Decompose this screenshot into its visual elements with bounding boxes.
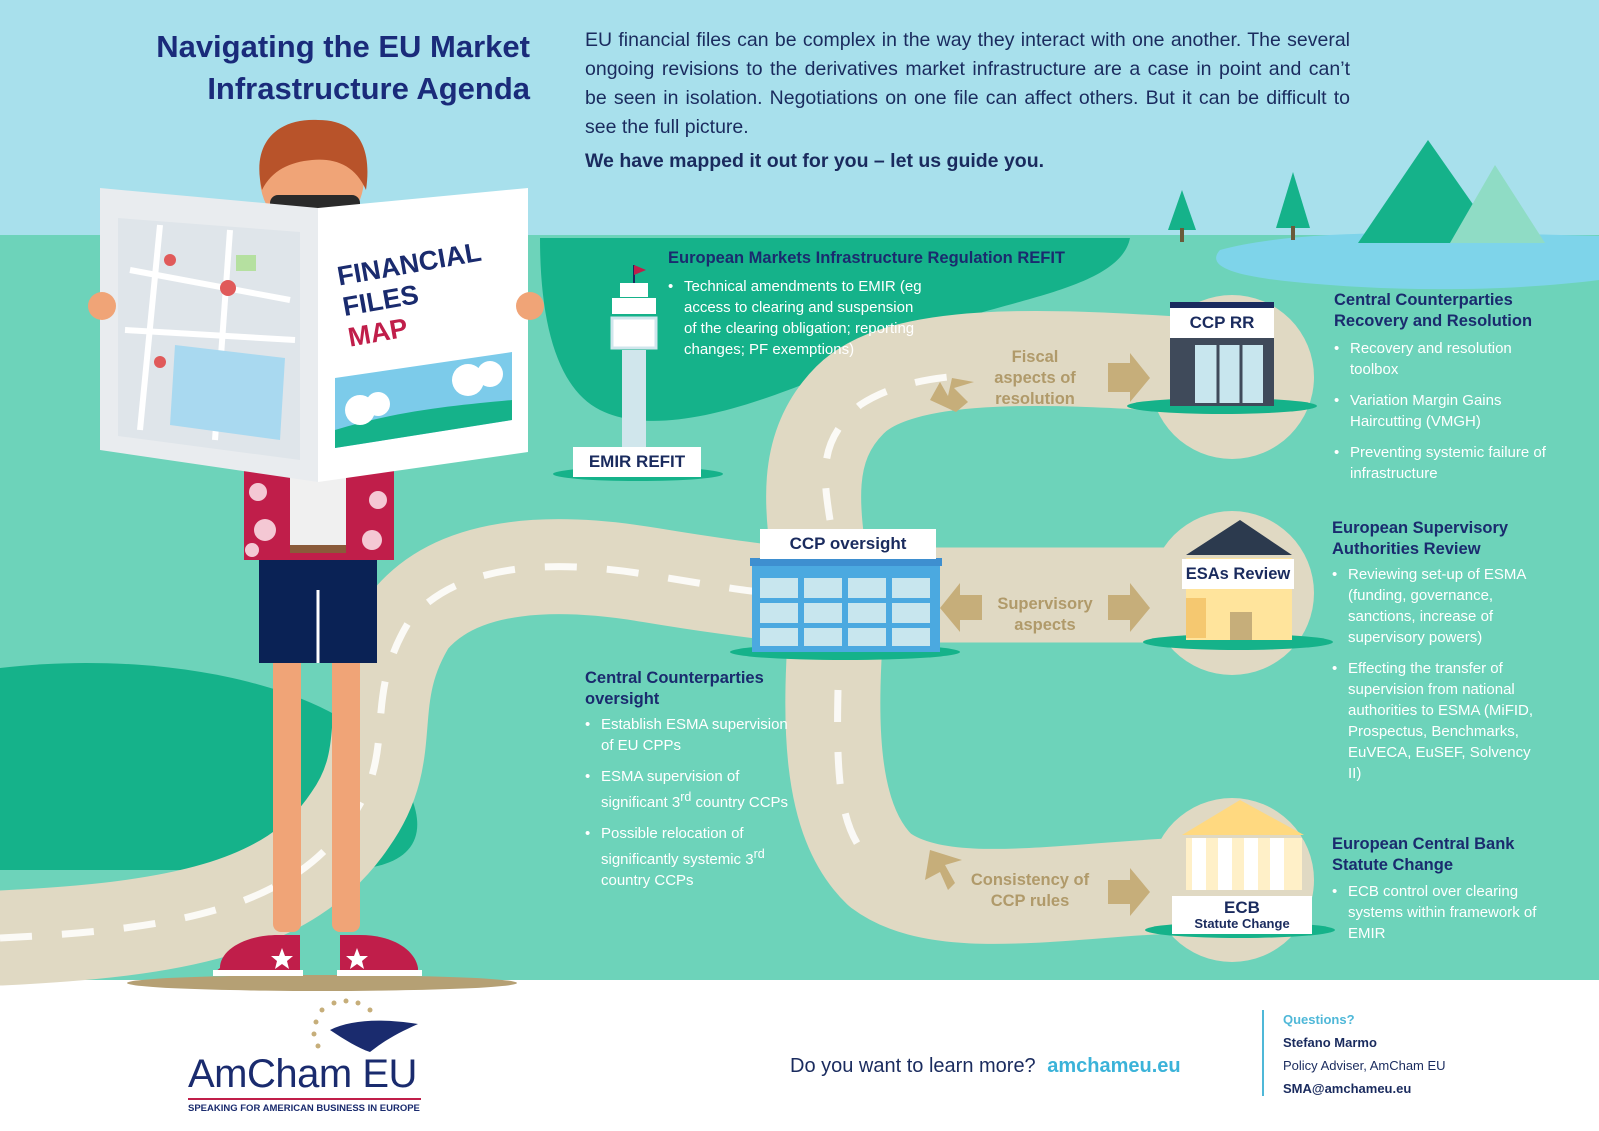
contact-name: Stefano Marmo — [1283, 1035, 1377, 1050]
road-label-supervisory: Supervisory aspects — [997, 595, 1093, 634]
bullet-superscript: rd — [753, 847, 765, 861]
ccp-rr-bullet: Recovery and resolution toolbox — [1334, 338, 1549, 380]
emir-refit-label: EMIR REFIT — [573, 447, 701, 477]
contact-block: Questions? Stefano Marmo Policy Adviser,… — [1283, 1008, 1446, 1100]
ccp-oversight-label: CCP oversight — [760, 529, 936, 559]
intro-callout: We have mapped it out for you – let us g… — [585, 150, 1045, 172]
learn-more-text: Do you want to learn more? — [790, 1055, 1036, 1077]
ccp-rr-bullets: Recovery and resolution toolbox Variatio… — [1334, 338, 1549, 494]
title-line-2: Infrastructure Agenda — [207, 71, 530, 106]
emir-bullets: Technical amendments to EMIR (eg access … — [668, 276, 923, 370]
ccp-rr-bullet: Preventing systemic failure of infrastru… — [1334, 442, 1549, 484]
website-link[interactable]: amchameu.eu — [1047, 1055, 1181, 1077]
esas-title: European Supervisory Authorities Review — [1332, 518, 1508, 560]
ccp-oversight-title: Central Counterparties oversight — [585, 668, 764, 710]
ccp-oversight-bullets: Establish ESMA supervision of EU CPPs ES… — [585, 714, 795, 901]
esas-title-line-1: European Supervisory — [1332, 519, 1509, 537]
ecb-title-line-1: European Central Bank — [1332, 835, 1515, 853]
amcham-tagline: SPEAKING FOR AMERICAN BUSINESS IN EUROPE — [188, 1098, 421, 1114]
ecb-bullets: ECB control over clearing systems within… — [1332, 881, 1547, 954]
ccp-oversight-bullet: ESMA supervision of significant 3rd coun… — [585, 766, 795, 813]
ccp-oversight-building — [730, 558, 960, 660]
ecb-label-sub: Statute Change — [1194, 916, 1290, 931]
bullet-text-end: country CCPs — [691, 794, 789, 811]
page-title: Navigating the EU Market Infrastructure … — [110, 26, 530, 110]
ccp-rr-bullet: Variation Margin Gains Haircutting (VMGH… — [1334, 390, 1549, 432]
questions-heading: Questions? — [1283, 1012, 1355, 1027]
ccp-oversight-bullet: Possible relocation of significantly sys… — [585, 823, 795, 891]
road-label-consistency: Consistency of CCP rules — [970, 871, 1090, 910]
ecb-bullet: ECB control over clearing systems within… — [1332, 881, 1547, 944]
bullet-text: Possible relocation of significantly sys… — [601, 825, 754, 868]
ecb-title-line-2: Statute Change — [1332, 856, 1454, 874]
bullet-text-end: country CCPs — [601, 872, 694, 889]
ccp-rr-title-line-1: Central Counterparties — [1334, 291, 1513, 309]
intro-paragraph: EU financial files can be complex in the… — [585, 29, 1350, 138]
esas-bullets: Reviewing set-up of ESMA (funding, gover… — [1332, 564, 1547, 794]
logo-stars — [311, 998, 373, 1049]
ecb-label: ECB Statute Change — [1172, 896, 1312, 934]
ccp-rr-title: Central Counterparties Recovery and Reso… — [1334, 290, 1532, 332]
contact-email[interactable]: SMA@amchameu.eu — [1283, 1081, 1412, 1096]
road-label-fiscal: Fiscal aspects of resolution — [994, 348, 1076, 408]
esas-bullet: Effecting the transfer of supervision fr… — [1332, 658, 1547, 784]
ecb-title: European Central Bank Statute Change — [1332, 834, 1514, 876]
amcham-logo[interactable]: AmCham EU — [188, 1052, 417, 1096]
title-line-1: Navigating the EU Market — [156, 29, 530, 64]
emir-title: European Markets Infrastructure Regulati… — [668, 249, 1065, 267]
ccp-oversight-title-line-2: oversight — [585, 690, 660, 708]
esas-review-label: ESAs Review — [1182, 559, 1294, 589]
learn-more: Do you want to learn more? amchameu.eu — [790, 1055, 1181, 1078]
esas-title-line-2: Authorities Review — [1332, 540, 1481, 558]
bullet-text: ESMA supervision of significant 3 — [601, 768, 740, 811]
esas-bullet: Reviewing set-up of ESMA (funding, gover… — [1332, 564, 1547, 648]
newspaper — [100, 188, 528, 482]
bullet-superscript: rd — [680, 790, 692, 804]
ccp-oversight-title-line-1: Central Counterparties — [585, 669, 764, 687]
contact-role: Policy Adviser, AmCham EU — [1283, 1058, 1446, 1073]
ccp-rr-label: CCP RR — [1170, 308, 1274, 338]
bullet-text: Establish ESMA supervision of EU CPPs — [601, 716, 788, 754]
ecb-label-main: ECB — [1224, 898, 1260, 917]
ccp-rr-title-line-2: Recovery and Resolution — [1334, 312, 1533, 330]
ccp-oversight-bullet: Establish ESMA supervision of EU CPPs — [585, 714, 795, 756]
emir-bullet: Technical amendments to EMIR (eg access … — [668, 276, 923, 360]
